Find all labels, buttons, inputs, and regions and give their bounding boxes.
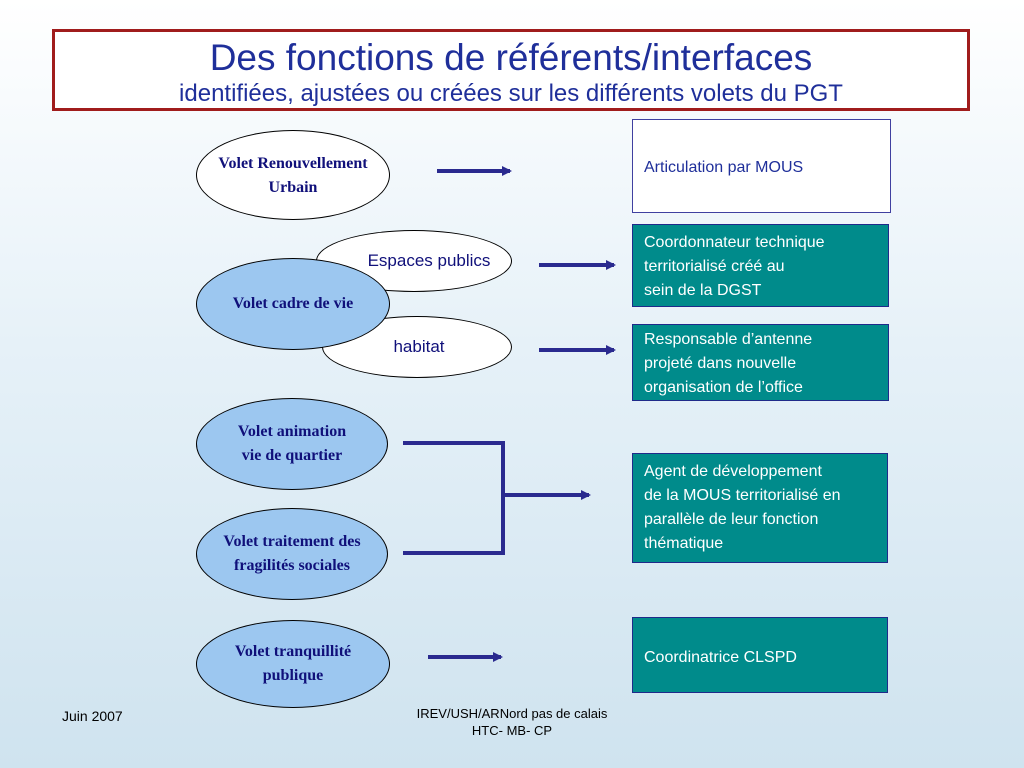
- footer-source-line1: IREV/USH/ARNord pas de calais: [416, 706, 608, 721]
- oval-espaces-publics: Espaces publics: [316, 230, 512, 292]
- oval-volet-tranquillite: Volet tranquillité publique: [196, 620, 390, 708]
- footer-date: Juin 2007: [62, 708, 123, 724]
- title-box: Des fonctions de référents/interfaces id…: [52, 29, 970, 111]
- oval-habitat: habitat: [322, 316, 512, 378]
- page-title: Des fonctions de référents/interfaces: [209, 37, 813, 78]
- box-coordonnateur-technique: Coordonnateur technique territorialisé c…: [632, 224, 889, 307]
- box-agent-developpement: Agent de développement de la MOUS territ…: [632, 453, 888, 563]
- page-subtitle: identifiées, ajustées ou créées sur les …: [179, 80, 843, 107]
- box-coordinatrice-clspd: Coordinatrice CLSPD: [632, 617, 888, 693]
- oval-volet-cadre-de-vie: Volet cadre de vie: [196, 258, 390, 350]
- oval-volet-animation: Volet animation vie de quartier: [196, 398, 388, 490]
- bracket-animation-fragilites: [403, 441, 505, 555]
- box-responsable-antenne: Responsable d’antenne projeté dans nouve…: [632, 324, 889, 401]
- oval-volet-fragilites: Volet traitement des fragilités sociales: [196, 508, 388, 600]
- oval-volet-renouvellement: Volet Renouvellement Urbain: [196, 130, 390, 220]
- box-articulation-mous: Articulation par MOUS: [632, 119, 891, 213]
- footer-source-line2: HTC- MB- CP: [471, 723, 553, 738]
